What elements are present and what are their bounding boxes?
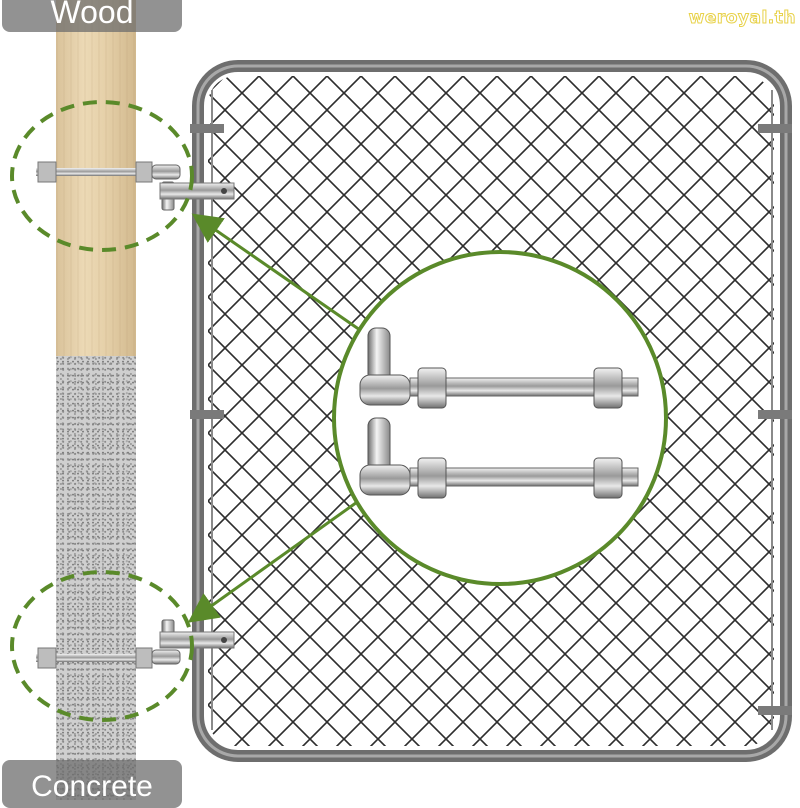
watermark: weroyal.th xyxy=(688,8,796,29)
lower-arrow xyxy=(187,498,361,623)
upper-hinge-assembly xyxy=(36,161,235,211)
frame-clamps xyxy=(190,124,792,715)
upper-hinge-highlight xyxy=(10,100,194,252)
upper-arrow xyxy=(191,213,361,332)
closeup-circle xyxy=(332,250,668,586)
wood-post xyxy=(56,0,136,356)
wood-label: Wood xyxy=(2,0,182,32)
lower-hinge-highlight xyxy=(10,570,194,722)
hinge-bolt-2 xyxy=(359,417,639,499)
hinge-bolt-1 xyxy=(359,327,639,409)
lower-hinge-assembly xyxy=(36,619,235,669)
concrete-label: Concrete xyxy=(2,760,182,808)
